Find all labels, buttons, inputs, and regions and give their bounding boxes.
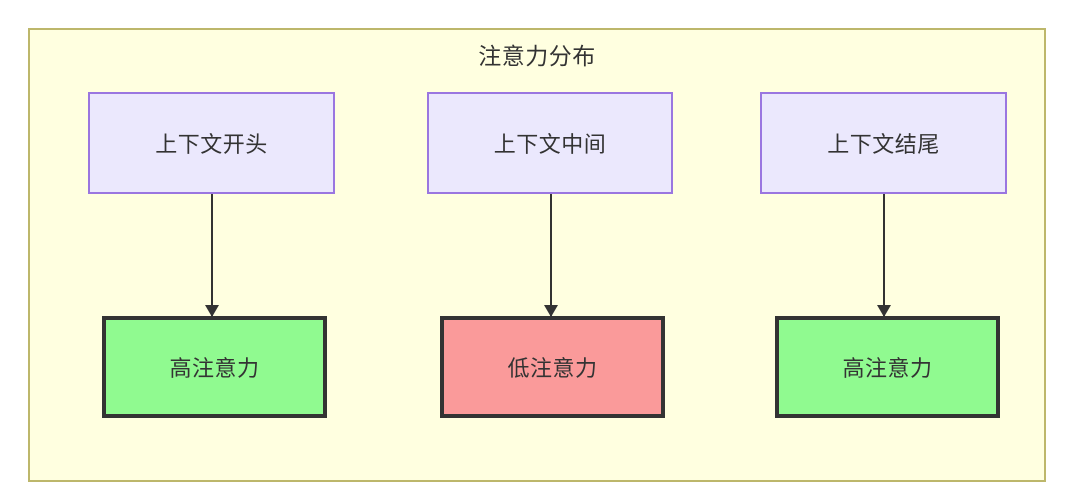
arrow-head-icon bbox=[877, 305, 891, 317]
context-node-end-label: 上下文结尾 bbox=[827, 133, 940, 158]
context-node-start-label: 上下文开头 bbox=[155, 133, 268, 158]
attention-node-high-start-label: 高注意力 bbox=[169, 357, 260, 382]
attention-node-high-end-label: 高注意力 bbox=[842, 357, 933, 382]
context-node-middle[interactable]: 上下文中间 bbox=[427, 92, 673, 194]
context-node-start[interactable]: 上下文开头 bbox=[88, 92, 335, 194]
context-node-middle-label: 上下文中间 bbox=[493, 133, 607, 158]
attention-node-low-middle-label: 低注意力 bbox=[507, 357, 598, 382]
arrow-head-icon bbox=[544, 305, 558, 317]
attention-node-high-start[interactable]: 高注意力 bbox=[102, 316, 327, 418]
attention-node-low-middle[interactable]: 低注意力 bbox=[440, 316, 665, 418]
edge-line bbox=[883, 194, 885, 316]
attention-node-high-end[interactable]: 高注意力 bbox=[775, 316, 1000, 418]
page-title: 注意力分布 bbox=[478, 44, 596, 70]
edge-line bbox=[211, 194, 213, 316]
edge-line bbox=[550, 194, 552, 316]
context-node-end[interactable]: 上下文结尾 bbox=[760, 92, 1007, 194]
arrow-head-icon bbox=[205, 305, 219, 317]
